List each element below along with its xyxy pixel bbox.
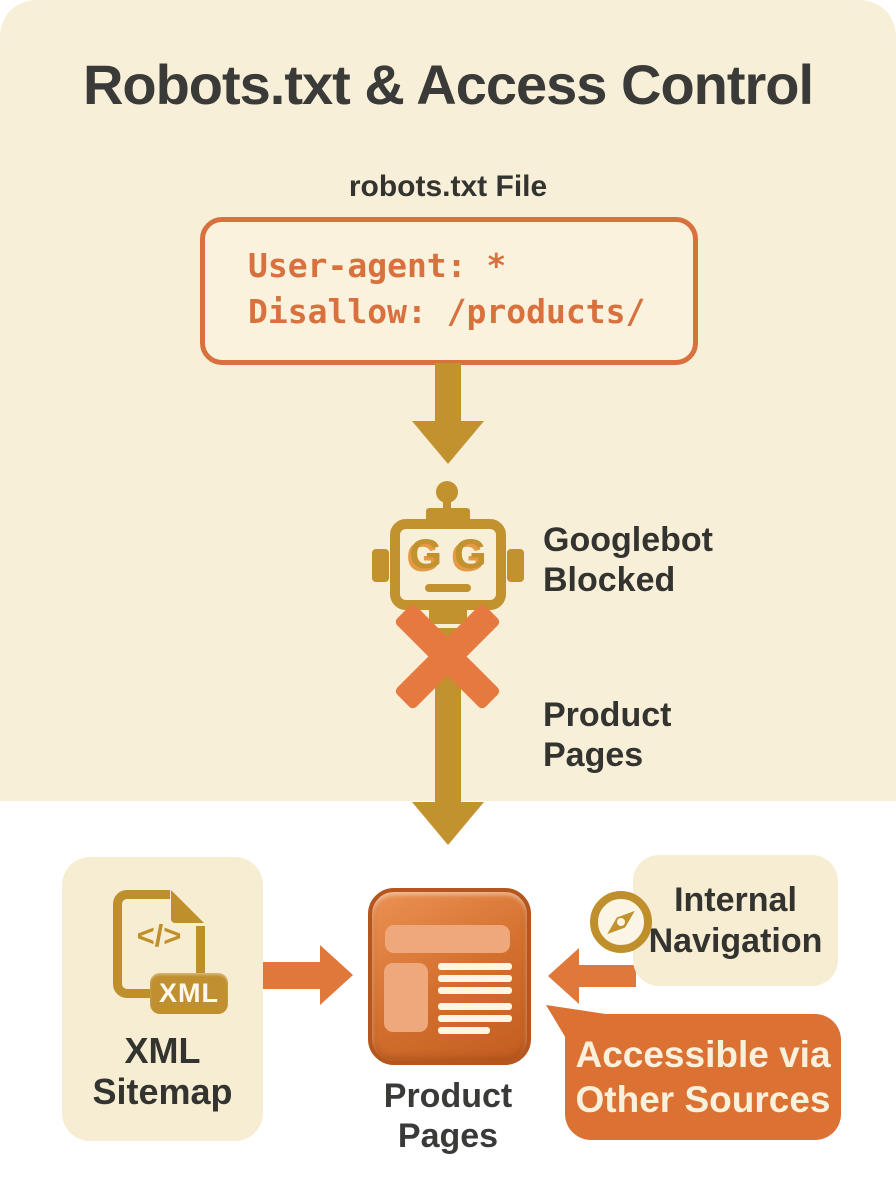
xml-code-glyph: </> bbox=[136, 918, 182, 953]
down-arrow-head-top bbox=[412, 421, 484, 464]
robot-mouth bbox=[425, 584, 471, 592]
xml-badge: XML bbox=[150, 973, 228, 1014]
xml-sitemap-label-line2: Sitemap bbox=[92, 1071, 233, 1112]
product-pages-label-line2: Pages bbox=[397, 1117, 499, 1155]
right-arrow-head bbox=[320, 945, 353, 1005]
left-arrow-stem bbox=[578, 965, 636, 987]
robot-head-notch bbox=[426, 508, 470, 522]
right-arrow-stem bbox=[263, 962, 321, 989]
googlebot-blocked-line1: Googlebot bbox=[543, 521, 713, 559]
accessible-line2: Other Sources bbox=[575, 1079, 831, 1120]
product-page-header-bar bbox=[385, 925, 510, 953]
code-line-disallow: Disallow: /products/ bbox=[248, 292, 646, 331]
page-title: Robots.txt & Access Control bbox=[82, 53, 814, 116]
down-arrow-head-bottom bbox=[412, 802, 484, 845]
product-page-text-line bbox=[438, 987, 512, 994]
code-line-user-agent: User-agent: * bbox=[248, 246, 507, 285]
product-pages-label-line1: Product bbox=[383, 1077, 513, 1115]
product-page-text-line bbox=[438, 975, 512, 982]
robot-neck bbox=[429, 607, 467, 624]
robot-ear-left bbox=[372, 549, 389, 582]
robot-eye-left: G bbox=[409, 530, 442, 577]
product-page-text-line bbox=[438, 1015, 512, 1022]
compass-icon bbox=[590, 891, 652, 953]
robots-file-label: robots.txt File bbox=[348, 170, 548, 203]
internal-navigation-line2: Navigation bbox=[648, 921, 823, 960]
googlebot-blocked-label: Googlebot Blocked bbox=[543, 520, 713, 600]
compass-center-dot bbox=[617, 918, 625, 926]
internal-navigation-line1: Internal bbox=[674, 880, 797, 919]
accessible-bubble: Accessible via Other Sources bbox=[565, 1014, 841, 1140]
blocked-product-pages-line2: Pages bbox=[543, 736, 644, 774]
product-page-image-block bbox=[384, 963, 428, 1032]
robot-antenna-stem bbox=[443, 500, 451, 514]
googlebot-blocked-line2: Blocked bbox=[543, 561, 676, 599]
accessible-line1: Accessible via bbox=[575, 1034, 831, 1075]
product-pages-label: Product Pages bbox=[348, 1076, 548, 1156]
blocked-product-pages-line1: Product bbox=[543, 696, 672, 734]
product-page-text-line bbox=[438, 1027, 490, 1034]
blocked-product-pages-label: Product Pages bbox=[543, 695, 671, 775]
robot-ear-right bbox=[507, 549, 524, 582]
robots-txt-code-box: User-agent: * Disallow: /products/ bbox=[200, 217, 698, 365]
down-arrow-stem-top bbox=[435, 363, 461, 423]
robot-eye-right: G bbox=[454, 530, 487, 577]
product-page-text-line bbox=[438, 1003, 512, 1010]
internal-navigation-card: Internal Navigation bbox=[633, 855, 838, 986]
robot-antenna-ball bbox=[436, 481, 458, 503]
xml-sitemap-label-line1: XML bbox=[124, 1030, 201, 1071]
robot-head bbox=[390, 519, 506, 610]
product-page-text-line bbox=[438, 963, 512, 970]
left-arrow-head bbox=[548, 948, 579, 1004]
